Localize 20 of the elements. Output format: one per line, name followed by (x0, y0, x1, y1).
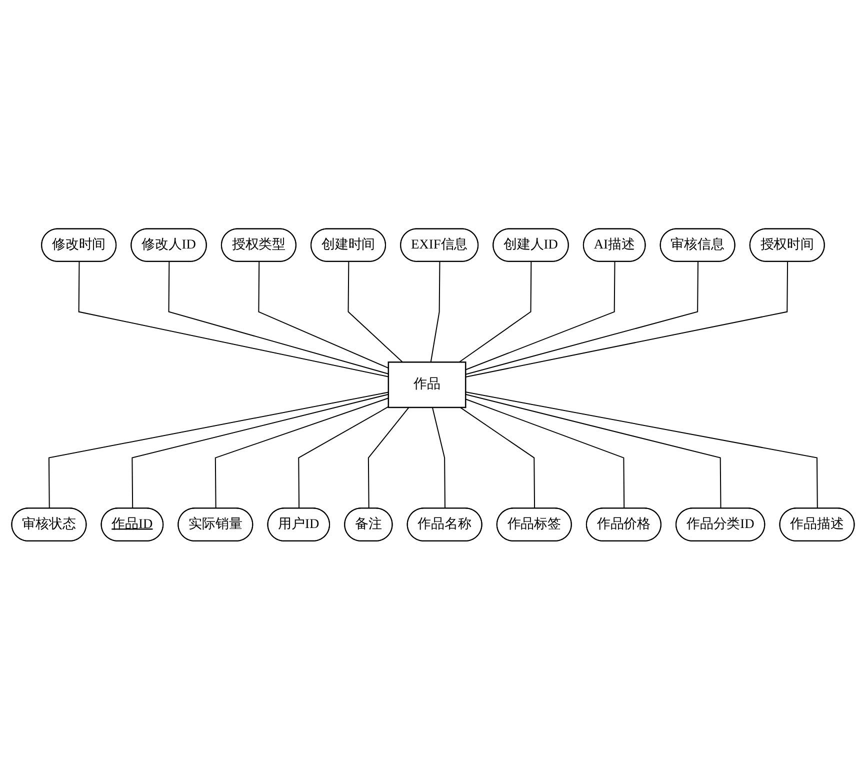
connector (168, 262, 389, 375)
connector (430, 262, 440, 362)
connector (465, 262, 616, 370)
connector (458, 262, 532, 363)
connector (465, 398, 625, 509)
connector (78, 262, 389, 378)
connector (298, 406, 389, 509)
connector (368, 407, 410, 509)
connector (132, 394, 389, 509)
connector (466, 262, 788, 378)
connector (214, 398, 389, 509)
connector (432, 408, 446, 509)
connector (466, 392, 818, 509)
connector (258, 262, 389, 369)
connector (466, 262, 698, 376)
connector (460, 407, 536, 509)
connector (48, 392, 389, 509)
node-box: 作品 (388, 362, 466, 408)
connector (348, 262, 403, 363)
connector (466, 394, 722, 509)
